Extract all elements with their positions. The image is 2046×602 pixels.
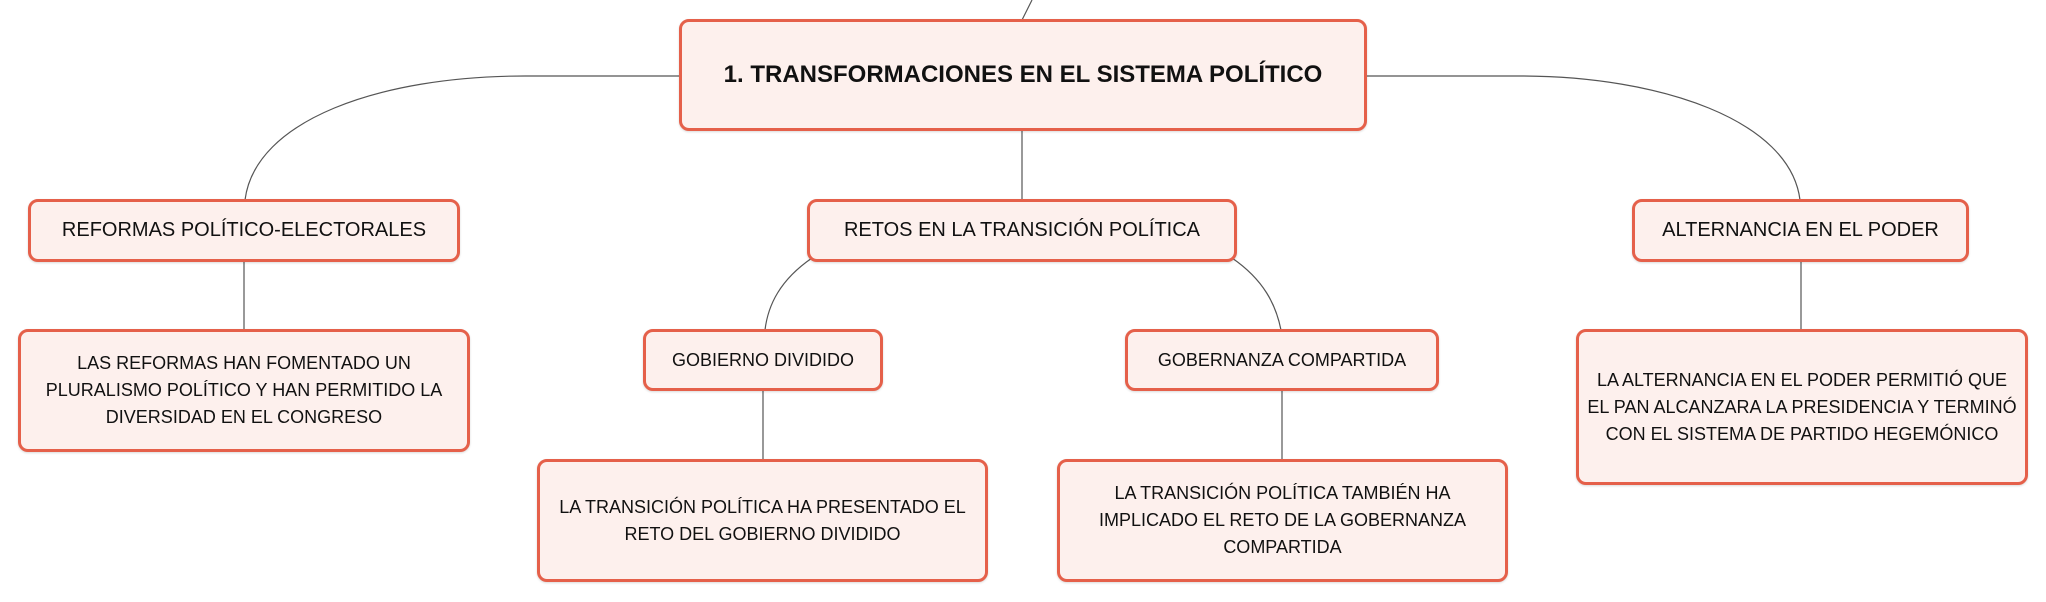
detail-gobernanza-compartida-text: LA TRANSICIÓN POLÍTICA TAMBIÉN HA IMPLIC… — [1098, 483, 1467, 557]
branch-alternancia[interactable]: ALTERNANCIA EN EL PODER — [1632, 199, 1969, 262]
detail-alternancia-text: LA ALTERNANCIA EN EL PODER PERMITIÓ QUE … — [1587, 369, 2017, 444]
branch-reformas-label: REFORMAS POLÍTICO-ELECTORALES — [61, 219, 427, 241]
connector-top-offscreen — [1021, 0, 1033, 21]
detail-gobierno-dividido[interactable]: LA TRANSICIÓN POLÍTICA HA PRESENTADO EL … — [537, 459, 988, 582]
connector-retos-to-gobierno — [764, 257, 813, 331]
detail-reformas-text: LAS REFORMAS HAN FOMENTADO UN PLURALISMO… — [45, 353, 443, 427]
detail-alternancia[interactable]: LA ALTERNANCIA EN EL PODER PERMITIÓ QUE … — [1576, 329, 2028, 485]
branch-reformas[interactable]: REFORMAS POLÍTICO-ELECTORALES — [28, 199, 460, 262]
connector-root-to-alternancia — [1365, 75, 1801, 201]
connector-retos-to-gobernanza — [1231, 257, 1282, 331]
branch-alternancia-label: ALTERNANCIA EN EL PODER — [1662, 219, 1939, 241]
sub-gobernanza-compartida[interactable]: GOBERNANZA COMPARTIDA — [1125, 329, 1439, 391]
root-label: 1. TRANSFORMACIONES EN EL SISTEMA POLÍTI… — [723, 61, 1323, 88]
detail-gobierno-dividido-text: LA TRANSICIÓN POLÍTICA HA PRESENTADO EL … — [559, 496, 966, 544]
root-node[interactable]: 1. TRANSFORMACIONES EN EL SISTEMA POLÍTI… — [679, 19, 1367, 131]
connector-root-to-reformas — [244, 75, 680, 201]
branch-retos-label: RETOS EN LA TRANSICIÓN POLÍTICA — [843, 219, 1200, 241]
sub-gobierno-dividido-label: GOBIERNO DIVIDIDO — [671, 349, 855, 370]
branch-retos[interactable]: RETOS EN LA TRANSICIÓN POLÍTICA — [807, 199, 1237, 262]
detail-gobernanza-compartida[interactable]: LA TRANSICIÓN POLÍTICA TAMBIÉN HA IMPLIC… — [1057, 459, 1508, 582]
detail-reformas[interactable]: LAS REFORMAS HAN FOMENTADO UN PLURALISMO… — [18, 329, 470, 452]
sub-gobierno-dividido[interactable]: GOBIERNO DIVIDIDO — [643, 329, 883, 391]
sub-gobernanza-compartida-label: GOBERNANZA COMPARTIDA — [1157, 349, 1407, 370]
